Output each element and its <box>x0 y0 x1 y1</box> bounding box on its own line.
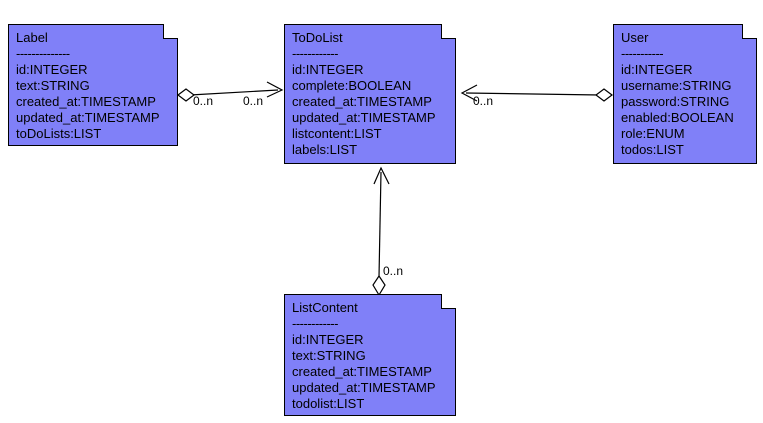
class-attribute: username:STRING <box>621 78 732 93</box>
class-attribute: complete:BOOLEAN <box>292 78 412 93</box>
class-attribute: created_at:TIMESTAMP <box>16 94 156 109</box>
open-arrowhead-todolist-right <box>460 84 478 102</box>
multiplicity-user-todolist-target: 0..n <box>473 94 494 108</box>
class-attribute: id:INTEGER <box>292 62 364 77</box>
multiplicity-label-todolist-target: 0..n <box>243 94 264 108</box>
class-name-todolist: ToDoList <box>292 30 343 45</box>
folded-corner-edge-icon <box>742 24 757 39</box>
class-separator-label: -------------- <box>16 46 70 61</box>
class-attribute: todos:LIST <box>621 142 684 157</box>
open-arrowhead-todolist-left <box>266 81 284 98</box>
class-name-label: Label <box>16 30 48 45</box>
class-attribute: text:STRING <box>292 348 366 363</box>
class-separator-user: ----------- <box>621 46 664 61</box>
edge-user-todolist <box>460 84 613 102</box>
folded-corner-edge-icon <box>163 24 178 39</box>
class-box-user[interactable]: User ----------- id:INTEGER username:STR… <box>613 24 757 164</box>
multiplicity-label-todolist-source: 0..n <box>193 94 214 108</box>
edge-label-todolist <box>177 81 284 102</box>
class-separator-listcontent: ------------ <box>292 316 338 331</box>
class-attribute: labels:LIST <box>292 142 358 157</box>
class-name-user: User <box>621 30 649 45</box>
class-attribute: role:ENUM <box>621 126 685 141</box>
class-attribute: toDoLists:LIST <box>16 126 102 141</box>
class-attribute: password:STRING <box>621 94 730 109</box>
class-box-label[interactable]: Label -------------- id:INTEGER text:STR… <box>8 24 178 146</box>
class-attribute: created_at:TIMESTAMP <box>292 364 432 379</box>
edge-listcontent-todolist <box>372 166 390 297</box>
class-attribute: updated_at:TIMESTAMP <box>16 110 160 125</box>
class-attribute: id:INTEGER <box>292 332 364 347</box>
class-box-listcontent[interactable]: ListContent ------------ id:INTEGER text… <box>284 294 456 416</box>
folded-corner-edge-icon <box>441 24 456 39</box>
class-box-todolist[interactable]: ToDoList ------------ id:INTEGER complet… <box>284 24 456 164</box>
class-attribute: listcontent:LIST <box>292 126 382 141</box>
class-attribute: todolist:LIST <box>292 396 365 411</box>
folded-corner-edge-icon <box>441 294 456 309</box>
class-attribute: id:INTEGER <box>621 62 693 77</box>
class-attribute: id:INTEGER <box>16 62 88 77</box>
class-attribute: updated_at:TIMESTAMP <box>292 380 436 395</box>
class-attribute: updated_at:TIMESTAMP <box>292 110 436 125</box>
class-attribute: text:STRING <box>16 78 90 93</box>
aggregation-diamond-label <box>177 88 195 102</box>
aggregation-diamond-listcontent <box>372 274 386 297</box>
class-attribute: created_at:TIMESTAMP <box>292 94 432 109</box>
aggregation-diamond-user <box>595 88 613 102</box>
open-arrowhead-todolist-bottom <box>373 166 390 185</box>
multiplicity-listcontent-todolist-source: 0..n <box>383 264 404 278</box>
class-separator-todolist: ------------ <box>292 46 338 61</box>
class-name-listcontent: ListContent <box>292 300 358 315</box>
class-attribute: enabled:BOOLEAN <box>621 110 734 125</box>
